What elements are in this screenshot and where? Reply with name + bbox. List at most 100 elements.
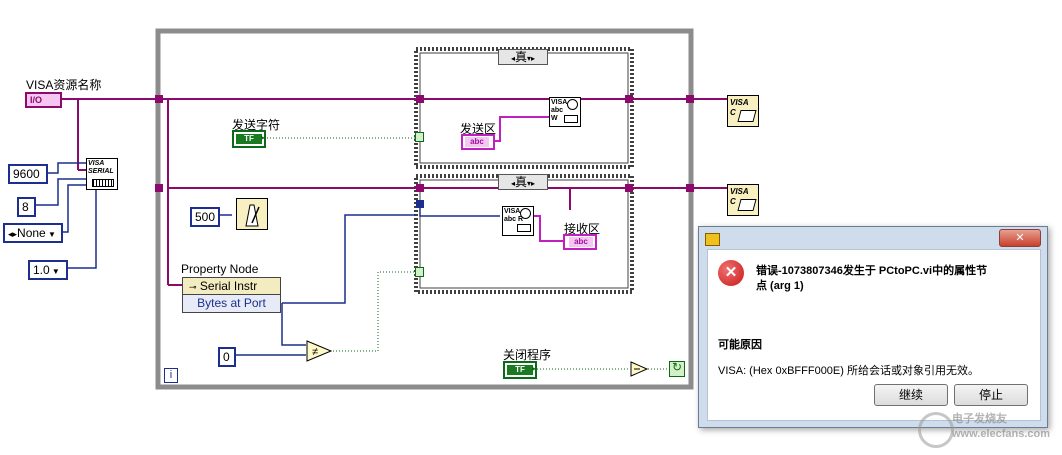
send-area-label: 发送区 [460,122,497,136]
watermark: 电子发烧友 www.elecfans.com [918,408,1058,448]
property-node-label: Property Node [181,262,259,276]
close-icon: ✕ [1015,232,1025,244]
parity-constant[interactable]: ◂▸None ▼ [3,223,63,243]
case-selector-terminal-bottom-bool [415,267,424,277]
continue-button[interactable]: 继续 [874,384,948,406]
loop-stop-icon: ↻ [672,360,683,374]
string-wires [494,116,565,242]
stop-button[interactable]: 停止 [954,384,1028,406]
send-abc-glyph: abc [465,137,489,147]
tunnel-case-bot-out [625,184,633,192]
io-port-icon [564,115,578,123]
tunnel-loop-bot-out [686,184,694,192]
dialog-close-button[interactable]: ✕ [999,229,1041,247]
terminal-arrow-icon: ▸ [531,364,536,373]
visa-serial-text: VISA SERIAL [88,160,114,175]
tunnel-case-top-in [416,95,424,103]
reason-header: 可能原因 [718,339,762,351]
visa-write-icon[interactable]: VISA abc W [549,97,581,127]
visa-write-text: VISA abc W [551,99,568,122]
error-dialog: ✕ ✕ 错误-1073807346发生于 PCtoPC.vi中的属性节点 (ar… [698,226,1048,428]
wait-metronome-icon[interactable] [236,198,268,230]
property-node[interactable]: ⊸ Serial Instr Bytes at Port [182,277,281,313]
case-top-value: 真 [514,50,527,64]
terminal-arrow-icon: ▸ [260,133,265,142]
clock-icon [520,208,531,219]
case-left-arrow-icon: ◂ [510,179,515,188]
send-string-label: 发送字符 [232,118,281,132]
dialog-app-icon [705,233,720,246]
loop-stop-terminal[interactable]: ↻ [669,360,685,377]
stop-bits-value: 1.0 [33,263,50,277]
property-node-class: ⊸ Serial Instr [183,278,280,295]
tunnel-visa-loop-in [155,95,163,103]
visa-close-icon-bottom[interactable]: VISA C [727,184,759,216]
baud-rate-constant[interactable]: 9600 [8,164,48,184]
case-dropdown-icon: ▾▸ [527,179,536,188]
wait-ms-constant[interactable]: 500 [190,207,220,227]
watermark-logo-icon [918,412,954,448]
tunnel-case-bot-in [416,184,424,192]
loop-iteration-terminal: i [164,368,178,383]
loop-index-text: i [169,369,173,381]
case-structure-top [414,47,634,169]
case-selector-terminal-bottom [416,200,424,208]
tunnel-loop-top-out [686,95,694,103]
visa-read-text: VISA abc R [504,208,524,223]
receive-area-label: 接收区 [564,222,601,236]
send-tf-glyph: TF [236,134,262,144]
visa-close-text: VISA C [730,187,749,206]
case-bottom-value: 真 [514,175,527,189]
parity-value: None [17,226,46,240]
while-loop-frame [155,28,694,390]
visa-resource-control[interactable]: I/O [25,92,62,108]
case-left-arrow-icon: ◂ [510,54,515,63]
io-port-icon [517,224,531,232]
close-tf-glyph: TF [507,365,533,375]
visa-close-text: VISA C [730,98,749,117]
watermark-text: 电子发烧友 www.elecfans.com [952,413,1051,440]
error-title: 错误-1073807346发生于 PCtoPC.vi中的属性节点 (arg 1) [756,265,988,292]
data-bits-constant[interactable]: 8 [17,197,36,217]
visa-configure-serial-icon[interactable]: VISA SERIAL [86,158,118,190]
stop-bits-constant[interactable]: 1.0 ▼ [28,260,68,280]
reason-text: VISA: (Hex 0xBFFF000E) 所给会话或对象引用无效。 [718,365,979,377]
case-selector-terminal-top [415,132,424,142]
visa-resource-label: VISA资源名称 [26,78,102,92]
case-selector-bottom[interactable]: ◂真▾▸ [498,174,548,190]
tunnel-visa-loop-in-2 [155,184,163,192]
ref-arrow-icon: ⊸ [189,282,197,292]
close-program-label: 关闭程序 [503,348,552,362]
visa-read-icon[interactable]: VISA abc R [502,206,534,236]
dialog-body: ✕ 错误-1073807346发生于 PCtoPC.vi中的属性节点 (arg … [707,249,1041,421]
dropdown-icon: ▼ [45,230,56,239]
visa-io-text: I/O [30,95,43,105]
property-node-property-text: Bytes at Port [197,296,266,310]
case-selector-top[interactable]: ◂真▾▸ [498,49,548,65]
receive-area-string-indicator[interactable]: abc [563,234,597,250]
property-node-class-text: Serial Instr [199,279,258,293]
dropdown-icon: ▼ [49,267,60,276]
send-string-bool-control[interactable]: TF ▸ [232,130,266,148]
visa-close-icon-top[interactable]: VISA C [727,95,759,127]
close-folder-icon [737,110,757,122]
serial-connector-graphic [92,179,114,187]
not-gate-icon[interactable] [630,361,650,377]
svg-text:≠: ≠ [312,346,318,358]
close-program-bool-control[interactable]: TF ▸ [503,361,537,379]
clock-icon [567,99,578,110]
zero-constant[interactable]: 0 [218,347,236,367]
send-area-string-control[interactable]: abc [461,134,495,150]
parity-arrows-icon: ◂▸ [8,229,18,239]
metronome-glyph [245,204,260,227]
numeric-wires [32,162,500,356]
not-equal-operator-icon[interactable]: ≠ [306,340,332,362]
case-dropdown-icon: ▾▸ [527,54,536,63]
tunnel-case-top-out [625,95,633,103]
error-icon: ✕ [718,260,744,286]
property-node-property[interactable]: Bytes at Port [183,295,280,312]
visa-wires [62,98,727,286]
close-folder-icon [737,199,757,211]
boolean-wires [264,137,670,370]
receive-abc-glyph: abc [569,237,593,247]
